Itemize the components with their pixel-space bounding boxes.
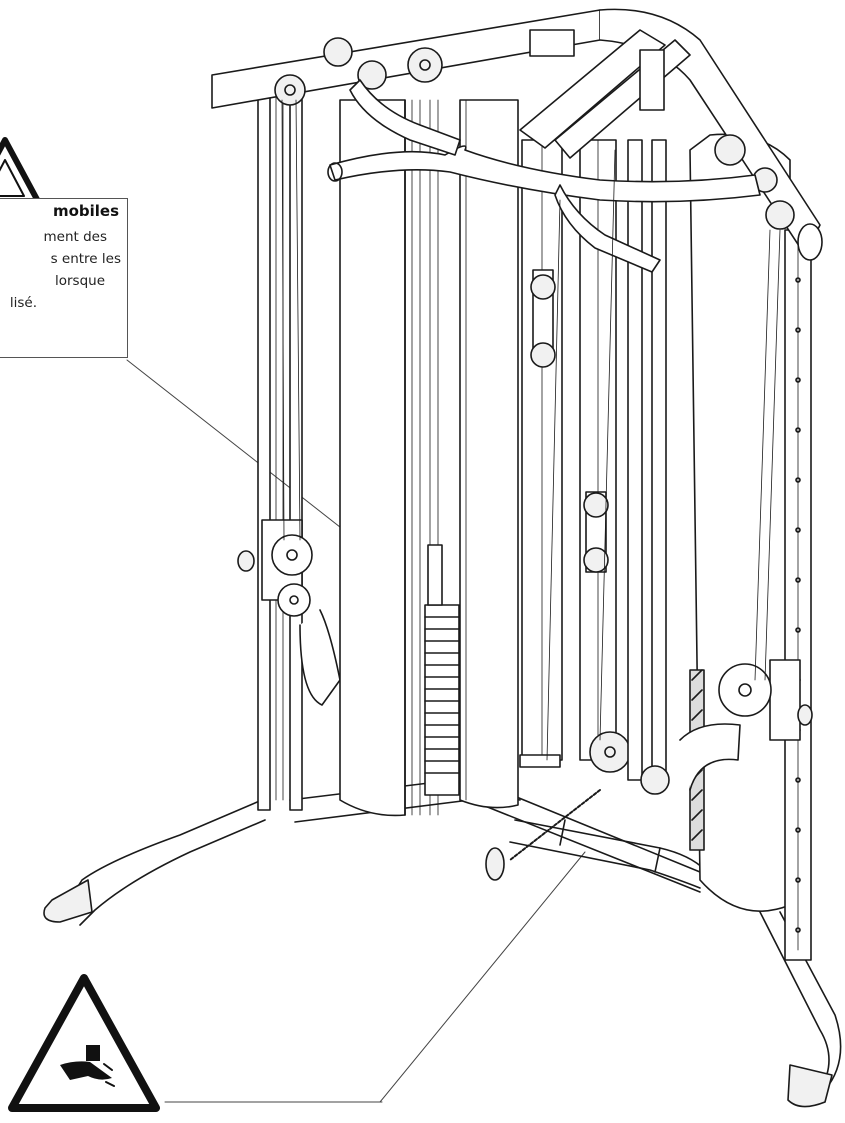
moving-parts-warning-box: mobiles ment des s entre les lorsque lis… xyxy=(0,198,128,358)
warning-line: lorsque xyxy=(54,273,105,289)
warning-line: lisé. xyxy=(9,295,37,311)
warning-title: mobiles xyxy=(52,202,119,220)
pull-up-bar xyxy=(327,79,761,273)
warning-line: s entre les xyxy=(50,251,121,267)
cables xyxy=(281,99,781,761)
base-frame xyxy=(43,777,842,1108)
hand-pinch-hazard-icon xyxy=(8,974,160,1112)
weight-plates xyxy=(424,544,460,796)
leader-line-bottom xyxy=(379,851,586,1103)
top-frame xyxy=(211,8,823,261)
right-upright xyxy=(640,229,813,961)
weight-stack-shroud-right xyxy=(689,133,791,912)
weight-stack-shroud-left xyxy=(339,99,439,817)
warning-line: ment des xyxy=(43,229,107,245)
weight-stack-shroud-center xyxy=(459,99,519,809)
warning-triangle-icon xyxy=(0,137,43,208)
left-upright xyxy=(237,69,341,811)
